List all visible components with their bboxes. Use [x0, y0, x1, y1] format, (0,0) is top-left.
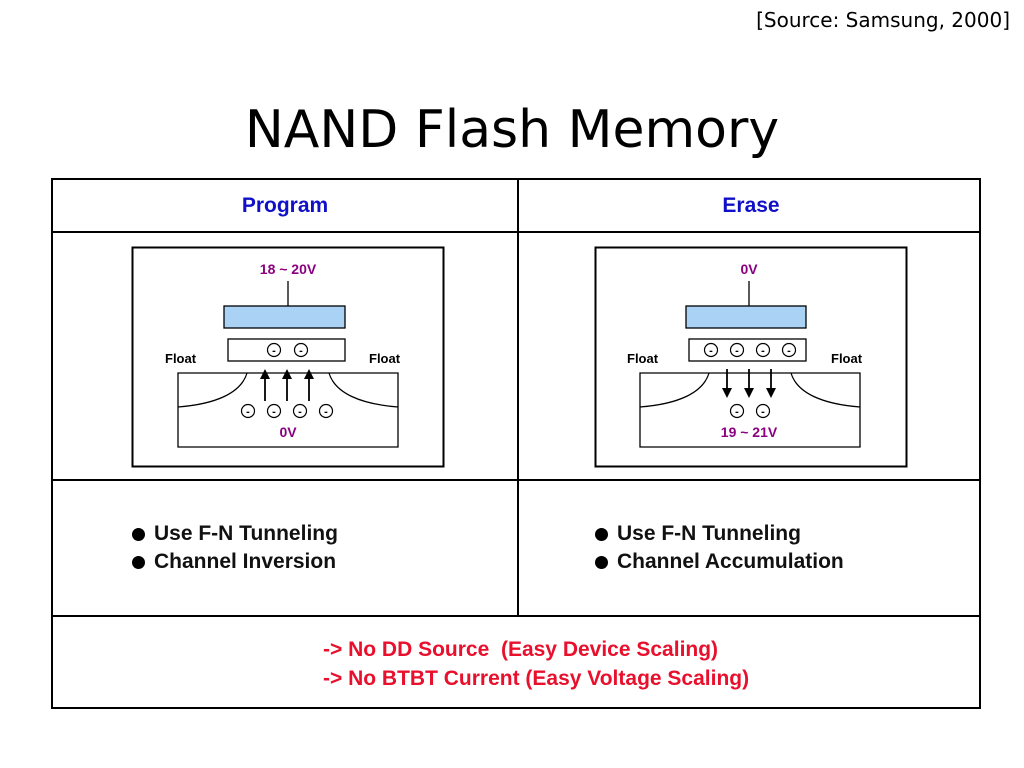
electron: [703, 342, 719, 358]
erase-header: Erase: [722, 194, 780, 217]
erase-diagram: 0V - - - - Float Float - - 19: [594, 246, 908, 468]
erase-bullet-text: Channel Accumulation: [617, 550, 844, 573]
summary-note: -> No DD Source (Easy Device Scaling): [323, 638, 719, 661]
erase-substrate-voltage: 19 ~ 21V: [721, 424, 778, 440]
electron: [755, 342, 771, 358]
erase-right-float-label: Float: [831, 351, 863, 366]
program-gate-voltage: 18 ~ 20V: [260, 261, 317, 277]
erase-floating-gate-electrons: - - - -: [703, 342, 797, 358]
program-right-float-label: Float: [369, 351, 401, 366]
electron-sign: -: [735, 345, 739, 357]
electron-sign: -: [272, 345, 276, 357]
electron: [755, 403, 771, 419]
bullet-icon: [132, 555, 145, 569]
electron-sign: -: [761, 406, 765, 418]
electron: [318, 403, 334, 419]
erase-gate-voltage: 0V: [740, 261, 758, 277]
summary-note: -> No BTBT Current (Easy Voltage Scaling…: [323, 667, 750, 690]
program-diagram: 18 ~ 20V - - Float Float - - - -: [131, 246, 445, 468]
table-divider-header: [53, 231, 979, 233]
electron-sign: -: [298, 406, 302, 418]
program-bullet-text: Use F-N Tunneling: [154, 522, 338, 545]
table-divider-bullets: [53, 615, 979, 617]
program-header: Program: [241, 194, 329, 217]
erase-left-float-label: Float: [627, 351, 659, 366]
table-divider-diagram: [53, 479, 979, 481]
electron: [266, 403, 282, 419]
electron: [293, 342, 309, 358]
program-bullet-list: Use F-N Tunneling Channel Inversion: [132, 520, 338, 576]
erase-floating-gate: [688, 338, 807, 362]
electron: [240, 403, 256, 419]
erase-drain-junction: [790, 372, 861, 408]
list-item: Channel Accumulation: [595, 548, 844, 576]
electron-sign: -: [709, 345, 713, 357]
electron: [292, 403, 308, 419]
bullet-icon: [132, 527, 145, 541]
program-control-gate: [223, 305, 346, 329]
bullet-icon: [595, 555, 608, 569]
electron: [729, 342, 745, 358]
erase-bullet-list: Use F-N Tunneling Channel Accumulation: [595, 520, 844, 576]
electron: [266, 342, 282, 358]
erase-bullet-text: Use F-N Tunneling: [617, 522, 801, 545]
program-floating-gate: [227, 338, 346, 362]
erase-source-junction: [639, 372, 710, 408]
erase-control-gate: [685, 305, 807, 329]
list-item: Use F-N Tunneling: [595, 520, 844, 548]
table-divider-vertical: [517, 180, 519, 615]
program-substrate-voltage: 0V: [279, 424, 297, 440]
electron-sign: -: [324, 406, 328, 418]
erase-channel-electrons: - -: [729, 403, 771, 419]
page-title: NAND Flash Memory: [244, 100, 780, 160]
bullet-icon: [595, 527, 608, 541]
list-item: Channel Inversion: [132, 548, 338, 576]
list-item: Use F-N Tunneling: [132, 520, 338, 548]
comparison-table: Program Erase 18 ~ 20V - - Float Float -…: [51, 178, 981, 709]
program-floating-gate-electrons: - -: [266, 342, 309, 358]
electron-sign: -: [272, 406, 276, 418]
electron-sign: -: [299, 345, 303, 357]
electron-sign: -: [787, 345, 791, 357]
summary-notes: -> No DD Source (Easy Device Scaling) ->…: [323, 635, 749, 693]
electron: [781, 342, 797, 358]
program-drain-junction: [328, 372, 399, 408]
program-channel-electrons: - - - -: [240, 403, 334, 419]
electron-sign: -: [246, 406, 250, 418]
program-source-junction: [177, 372, 248, 408]
program-electron-arrows: [260, 369, 314, 401]
electron-sign: -: [735, 406, 739, 418]
source-citation: [Source: Samsung, 2000]: [756, 8, 1010, 32]
program-bullet-text: Channel Inversion: [154, 550, 337, 573]
erase-electron-arrows: [722, 369, 776, 398]
program-left-float-label: Float: [165, 351, 197, 366]
electron-sign: -: [761, 345, 765, 357]
electron: [729, 403, 745, 419]
